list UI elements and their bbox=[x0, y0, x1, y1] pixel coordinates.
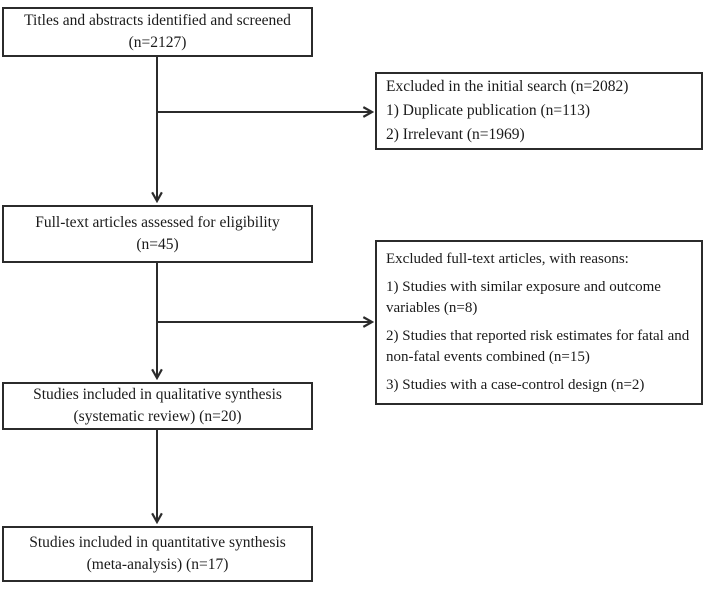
box-excluded-initial-item-2: 2) Irrelevant (n=1969) bbox=[386, 126, 525, 143]
box-fulltext-assessed: Full-text articles assessed for eligibil… bbox=[2, 205, 313, 263]
box-excluded-fulltext: Excluded full-text articles, with reason… bbox=[375, 240, 703, 405]
box-quantitative-synthesis-count: (meta-analysis) (n=17) bbox=[86, 556, 229, 573]
box-excluded-fulltext-reason-3: 3) Studies with a case-control design (n… bbox=[386, 377, 645, 393]
box-excluded-fulltext-heading: Excluded full-text articles, with reason… bbox=[386, 251, 629, 267]
box-titles-screened-count: (n=2127) bbox=[128, 34, 187, 51]
box-fulltext-assessed-count: (n=45) bbox=[136, 236, 179, 253]
box-excluded-initial-item-1: 1) Duplicate publication (n=113) bbox=[386, 102, 591, 119]
box-excluded-fulltext-reason-1: 1) Studies with similar exposure and out… bbox=[386, 279, 661, 316]
box-excluded-initial: Excluded in the initial search (n=2082) … bbox=[375, 72, 703, 150]
box-titles-screened: Titles and abstracts identified and scre… bbox=[2, 7, 313, 57]
box-quantitative-synthesis-text: Studies included in quantitative synthes… bbox=[29, 534, 286, 551]
box-fulltext-assessed-text: Full-text articles assessed for eligibil… bbox=[35, 214, 280, 231]
box-qualitative-synthesis-text: Studies included in qualitative synthesi… bbox=[33, 386, 282, 403]
box-excluded-fulltext-reason-2: 2) Studies that reported risk estimates … bbox=[386, 328, 690, 365]
box-qualitative-synthesis-count: (systematic review) (n=20) bbox=[73, 408, 242, 425]
box-qualitative-synthesis: Studies included in qualitative synthesi… bbox=[2, 382, 313, 430]
box-titles-screened-text: Titles and abstracts identified and scre… bbox=[24, 12, 291, 29]
box-quantitative-synthesis: Studies included in quantitative synthes… bbox=[2, 526, 313, 582]
box-excluded-initial-heading: Excluded in the initial search (n=2082) bbox=[386, 78, 629, 95]
